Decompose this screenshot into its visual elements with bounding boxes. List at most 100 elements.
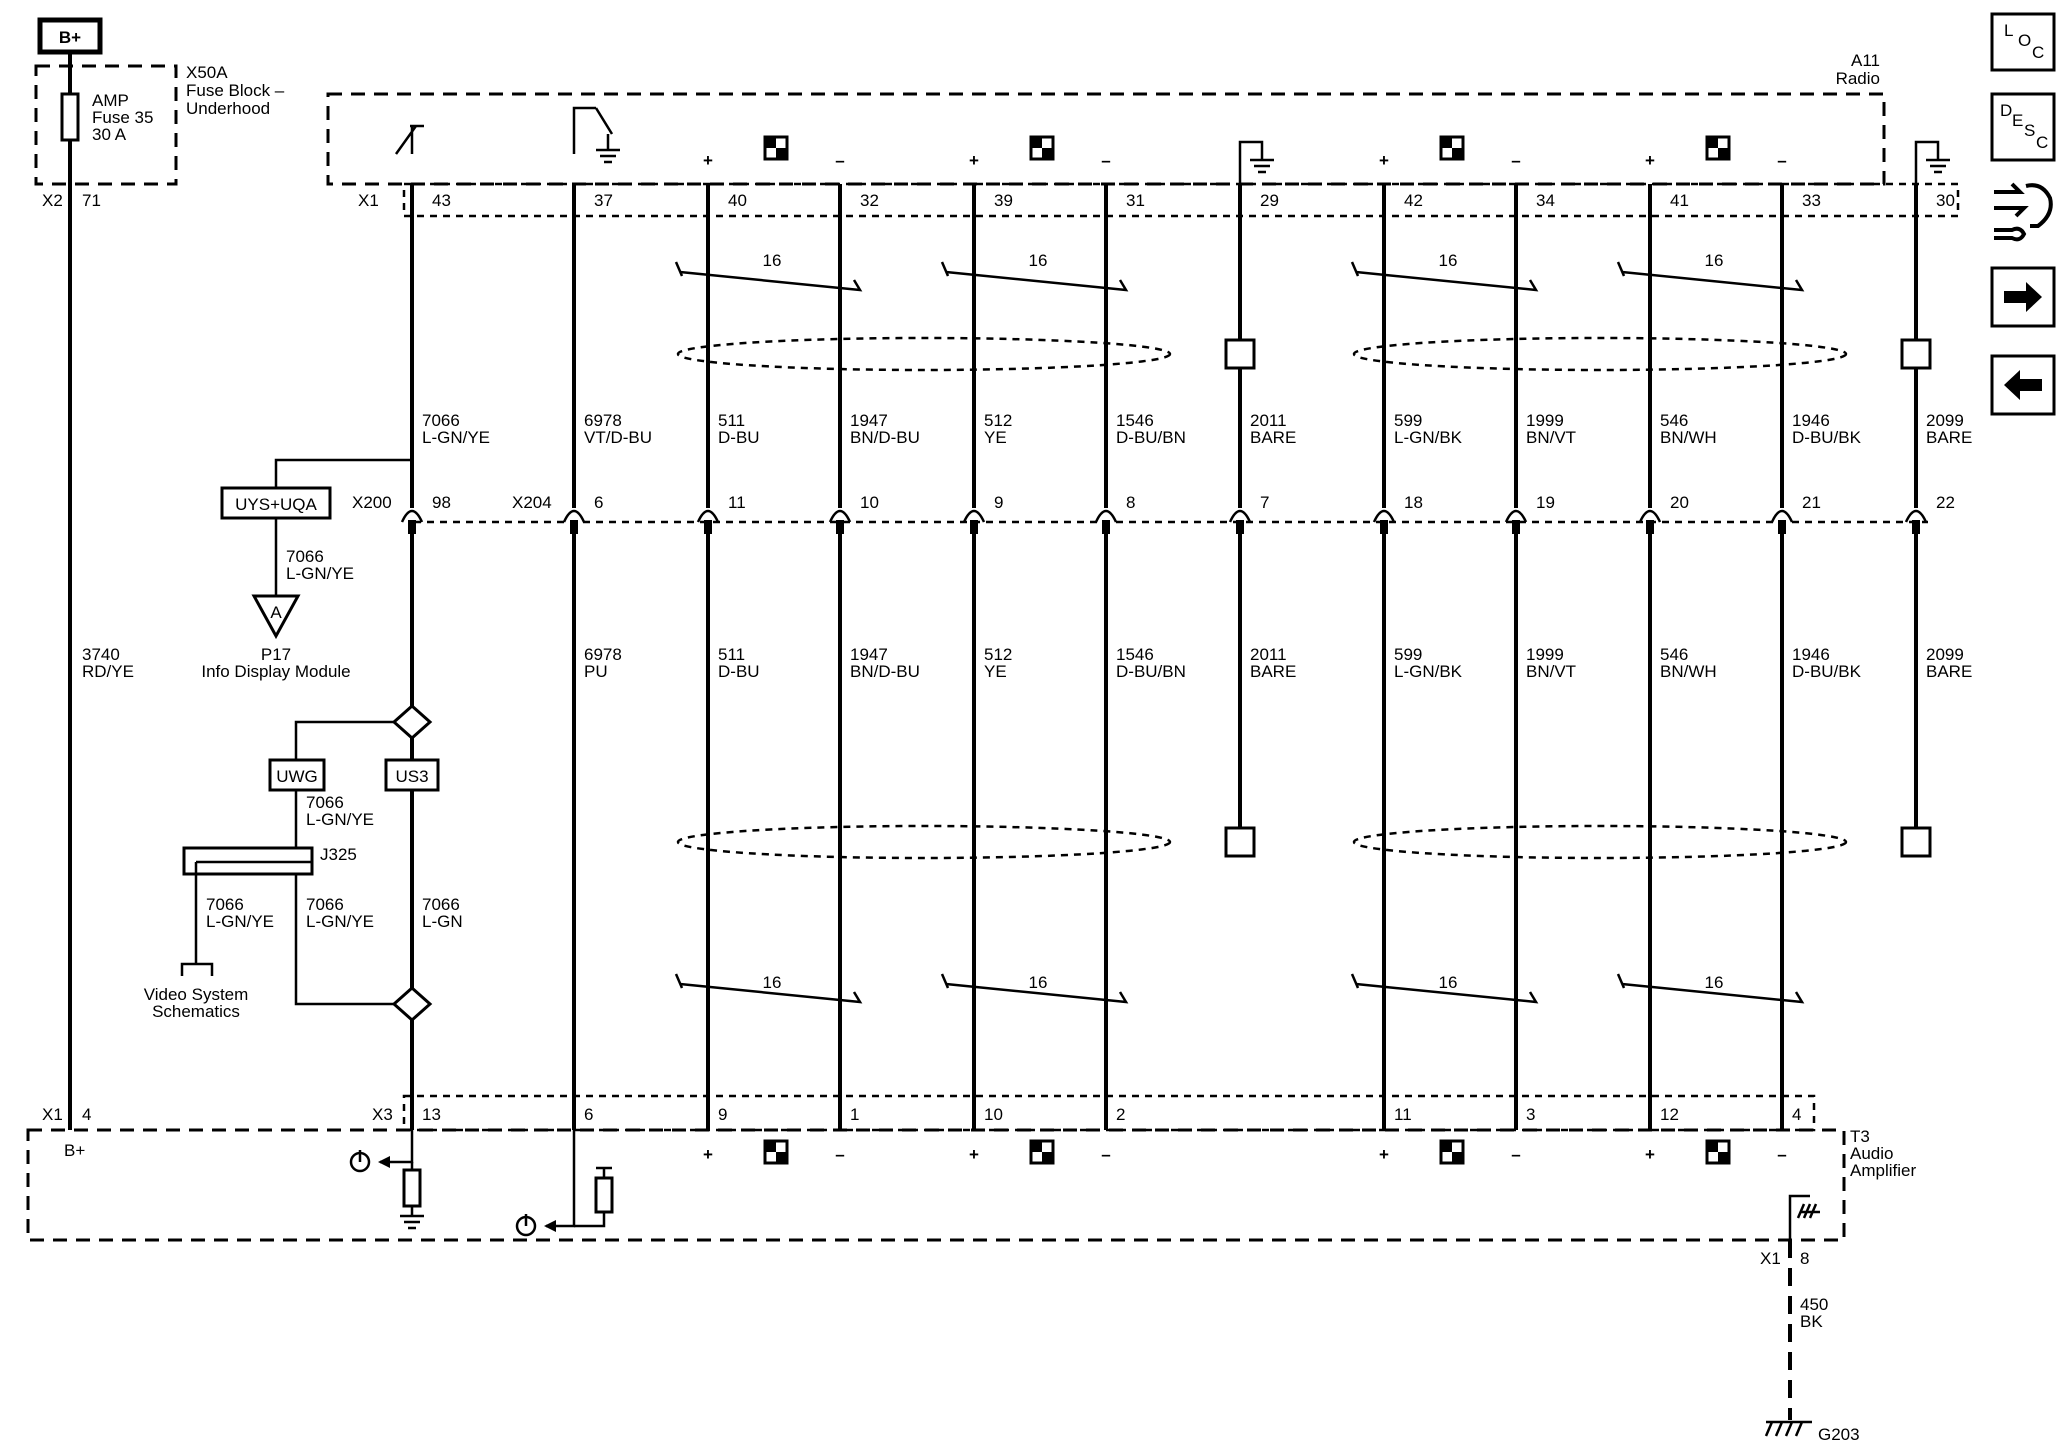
svg-text:4: 4: [82, 1105, 91, 1124]
radio-id: A11: [1851, 51, 1880, 70]
wire-bottom-circuit: 1946: [1792, 645, 1830, 664]
inline-pin-female: [828, 509, 852, 523]
option-us3: US3: [395, 767, 428, 786]
option-branches: UYS+UQA A 7066 L-GN/YE P17 Info Display …: [144, 458, 463, 1023]
inline-pin-female: [1504, 509, 1528, 523]
amp-bplus: B+: [64, 1141, 85, 1160]
wire-group: 437066L-GN/YE133766978VT/D-BU6978PU64011…: [400, 184, 1972, 1130]
svg-text:Fuse 35: Fuse 35: [92, 108, 153, 127]
wire-43: [400, 184, 424, 1130]
svg-text:7066: 7066: [206, 895, 244, 914]
wire-40: [696, 184, 720, 1130]
wire-bottom-color: D-BU/BN: [1116, 662, 1186, 681]
svg-text:L-GN: L-GN: [422, 912, 463, 931]
wire-bottom-color: BN/D-BU: [850, 662, 920, 681]
wire-top-circuit: 2099: [1926, 411, 1964, 430]
amp-pin: 6: [584, 1105, 593, 1124]
radio-pin: 31: [1126, 191, 1145, 210]
inline-pin-male: [1512, 520, 1520, 534]
amp-pin: 12: [1660, 1105, 1679, 1124]
inline-pin-male: [970, 520, 978, 534]
wire-bottom-color: BN/VT: [1526, 662, 1576, 681]
option-uys-uqa: UYS+UQA: [235, 495, 317, 514]
desc-button[interactable]: D E S C: [1990, 92, 2056, 162]
svg-text:X1: X1: [42, 1105, 63, 1124]
wire-30: [1904, 184, 1928, 842]
video-link-line2: Schematics: [152, 1002, 240, 1021]
svg-text:30 A: 30 A: [92, 125, 127, 144]
radio-pin: 37: [594, 191, 613, 210]
wire-top-color: L-GN/YE: [422, 428, 490, 447]
svg-text:–: –: [1777, 1145, 1786, 1164]
inline-pin-female: [962, 509, 986, 523]
svg-text:+: +: [1645, 1145, 1655, 1164]
inline-pin-male: [1380, 520, 1388, 534]
svg-text:+: +: [1645, 151, 1655, 170]
inline-pin-female: [562, 509, 586, 523]
wire-bottom-circuit: 1546: [1116, 645, 1154, 664]
shields: [676, 336, 1932, 860]
inline-pin-female: [1094, 509, 1118, 523]
option-uwg: UWG: [276, 767, 318, 786]
svg-text:98: 98: [432, 493, 451, 512]
amp-pin: 4: [1792, 1105, 1801, 1124]
svg-text:AMP: AMP: [92, 91, 129, 110]
svg-text:+: +: [703, 151, 713, 170]
inline-pin: 7: [1260, 493, 1269, 512]
ground-wire-circuit: 450: [1800, 1295, 1828, 1314]
inline-pin: 18: [1404, 493, 1423, 512]
svg-text:–: –: [1511, 151, 1520, 170]
inline-pin-male: [836, 520, 844, 534]
radio-pin: 43: [432, 191, 451, 210]
svg-text:D: D: [2000, 101, 2012, 120]
inline-pin-female: [1904, 509, 1928, 523]
radio-pin: 42: [1404, 191, 1423, 210]
audio-amplifier: X1 4 X3 B+ T3 Audio Amplifier + – + – + …: [26, 1094, 1916, 1444]
svg-text:O: O: [2018, 31, 2031, 50]
amp-pin: 9: [718, 1105, 727, 1124]
wire-29: [1228, 184, 1252, 842]
x200-label: X200: [352, 493, 392, 512]
svg-text:16: 16: [1029, 973, 1048, 992]
inline-pin-female: [400, 509, 424, 523]
back-arrow-button[interactable]: [1990, 354, 2056, 416]
svg-text:C: C: [2036, 133, 2048, 152]
video-link-line1: Video System: [144, 985, 249, 1004]
fuse-block: AMP Fuse 35 30 A X50A Fuse Block – Under…: [34, 63, 285, 1130]
svg-text:16: 16: [1439, 973, 1458, 992]
wire-bottom-circuit: 546: [1660, 645, 1688, 664]
svg-text:+: +: [969, 151, 979, 170]
wire-top-color: D-BU/BK: [1792, 428, 1862, 447]
power-wire-circuit: 3740: [82, 645, 120, 664]
inline-pin-male: [1236, 520, 1244, 534]
wire-bottom-circuit: 1999: [1526, 645, 1564, 664]
svg-text:16: 16: [1705, 251, 1724, 270]
wire-top-color: D-BU: [718, 428, 760, 447]
wire-top-color: L-GN/BK: [1394, 428, 1463, 447]
svg-text:16: 16: [1439, 251, 1458, 270]
radio-pin: 41: [1670, 191, 1689, 210]
inline-pin: 8: [1126, 493, 1135, 512]
wire-top-color: BN/D-BU: [850, 428, 920, 447]
connector-wrench-icon[interactable]: [1994, 182, 2053, 242]
wire-39: [962, 184, 986, 1130]
wire-top-color: D-BU/BN: [1116, 428, 1186, 447]
svg-text:16: 16: [1705, 973, 1724, 992]
amp-pin: 13: [422, 1105, 441, 1124]
power-wire-color: RD/YE: [82, 662, 134, 681]
wire-bottom-color: BARE: [1250, 662, 1296, 681]
wire-top-circuit: 1546: [1116, 411, 1154, 430]
wire-34: [1504, 184, 1528, 1130]
inline-pin-male: [1912, 520, 1920, 534]
radio-pin: 32: [860, 191, 879, 210]
svg-text:7066: 7066: [286, 547, 324, 566]
inline-pin-male: [1646, 520, 1654, 534]
wire-bottom-color: L-GN/BK: [1394, 662, 1463, 681]
wire-top-circuit: 1946: [1792, 411, 1830, 430]
wire-bottom-circuit: 512: [984, 645, 1012, 664]
svg-text:C: C: [2032, 43, 2044, 62]
forward-arrow-button[interactable]: [1990, 266, 2056, 328]
info-display-connector: A: [270, 603, 282, 622]
loc-button[interactable]: L O C: [1990, 12, 2056, 72]
